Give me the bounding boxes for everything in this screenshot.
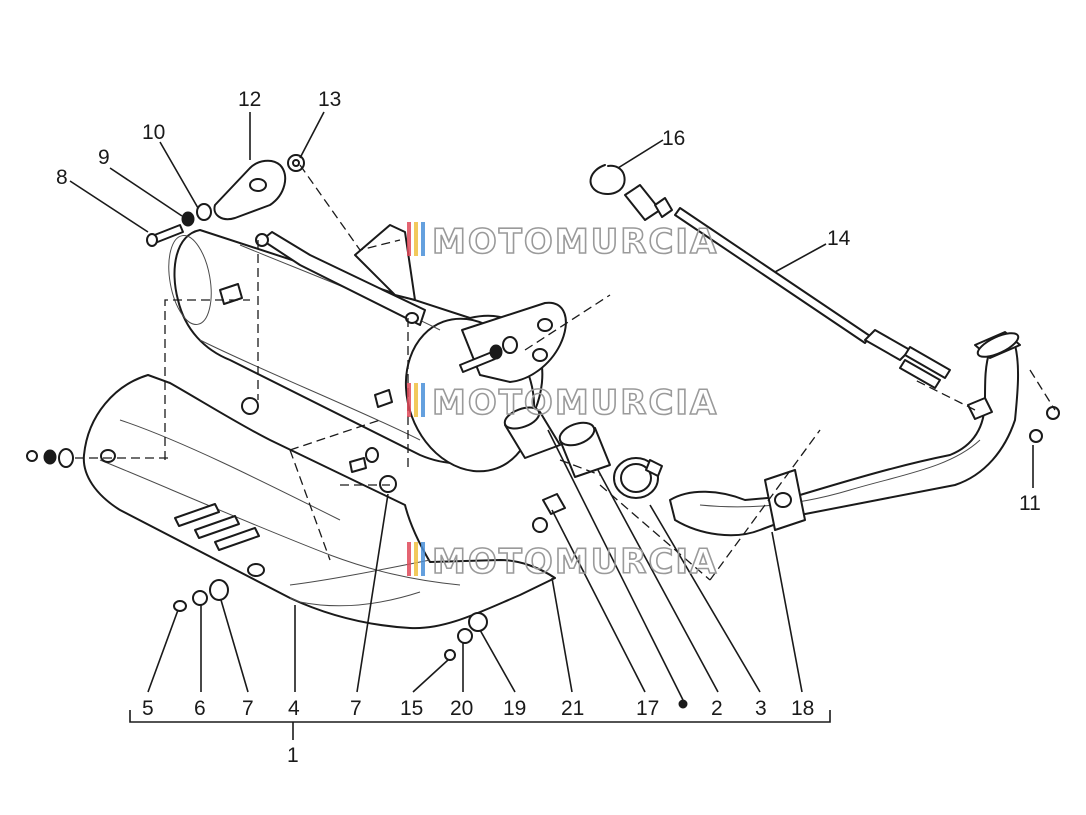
callout-17: 17 — [636, 697, 659, 720]
gasket-2 — [503, 406, 561, 459]
callout-6: 6 — [194, 697, 206, 720]
watermark-stripe — [421, 542, 425, 576]
callout-4: 4 — [288, 697, 300, 720]
washer-9 — [181, 211, 195, 227]
watermark-stripe — [421, 222, 425, 256]
clip-16 — [589, 164, 626, 195]
nut-11 — [1029, 429, 1043, 443]
nut-7 — [209, 579, 229, 601]
watermark-stripe — [414, 222, 418, 256]
callout-21: 21 — [561, 697, 584, 720]
callout-5: 5 — [142, 697, 154, 720]
watermark-stripe — [407, 383, 411, 417]
callout-11: 11 — [1019, 492, 1041, 515]
callout-18: 18 — [791, 697, 814, 720]
watermark-logo — [407, 222, 425, 576]
bolt-5 — [173, 600, 187, 612]
bracket-part — [213, 159, 287, 221]
callout-10: 10 — [142, 121, 165, 144]
heat-shield-part — [82, 374, 556, 630]
callout-9: 9 — [98, 146, 110, 169]
watermark-text: MOTOMURCIA — [432, 542, 718, 582]
callout-12: 12 — [238, 88, 261, 111]
callout-19: 19 — [503, 697, 526, 720]
callout-16: 16 — [662, 127, 685, 150]
callout-8: 8 — [56, 166, 68, 189]
nut-19 — [468, 612, 488, 632]
silencer-part — [168, 224, 567, 473]
clamp-part — [613, 457, 663, 499]
callout-3: 3 — [755, 697, 767, 720]
header-pipe-part — [669, 331, 1021, 537]
watermark-stripe — [421, 383, 425, 417]
callout-2: 2 — [711, 697, 723, 720]
bullet-marker — [678, 699, 688, 709]
bolt-15 — [444, 649, 456, 661]
washer-20 — [457, 628, 473, 644]
nut-21 — [532, 517, 548, 533]
clip-17 — [542, 493, 566, 515]
callout-20: 20 — [450, 697, 473, 720]
sleeve-3 — [558, 421, 611, 478]
callout-13: 13 — [318, 88, 341, 111]
watermark-stripe — [407, 222, 411, 256]
callout-15: 15 — [400, 697, 423, 720]
lambda-sensor-14 — [624, 184, 951, 389]
bolt-8 — [146, 224, 184, 247]
watermark-text: MOTOMURCIA — [432, 222, 718, 262]
callout-7b: 7 — [350, 697, 362, 720]
watermark-text: MOTOMURCIA — [432, 383, 718, 423]
washer-10 — [196, 203, 212, 221]
callout-1: 1 — [287, 744, 299, 767]
watermark-stripe — [407, 542, 411, 576]
callout-7a: 7 — [242, 697, 254, 720]
watermark-stripe — [414, 542, 418, 576]
callout-14: 14 — [827, 227, 851, 250]
watermark-stripe — [414, 383, 418, 417]
washer-6 — [192, 590, 208, 606]
